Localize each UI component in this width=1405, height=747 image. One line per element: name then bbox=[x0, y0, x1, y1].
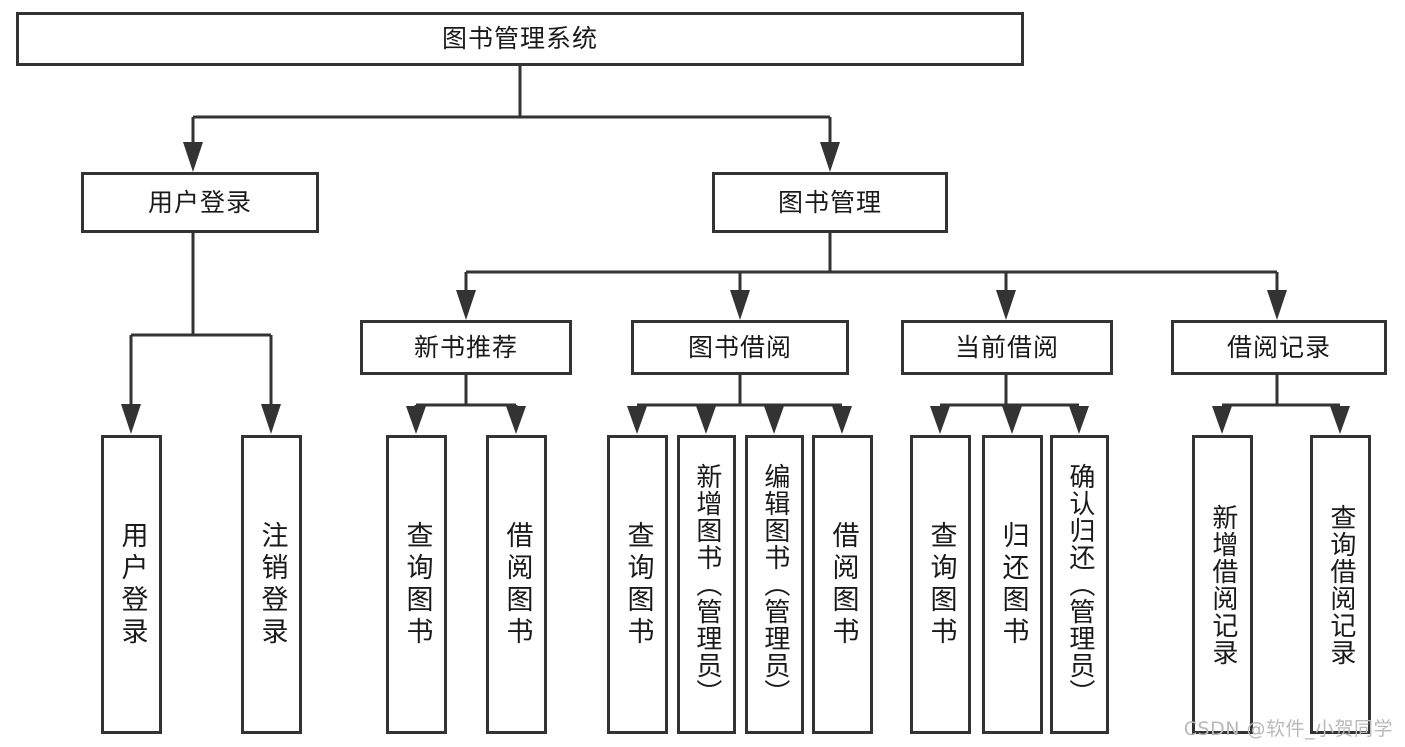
node-label: 归还图书 bbox=[997, 520, 1029, 649]
node-label: 查询图书 bbox=[925, 520, 957, 649]
node-label: 当前借阅 bbox=[954, 332, 1059, 362]
node-label: 图书管理 bbox=[777, 187, 882, 217]
node-label: 图书管理系统 bbox=[441, 24, 598, 54]
node-label: 注销登录 bbox=[256, 520, 288, 649]
node-user-login[interactable]: 用户登录 bbox=[81, 172, 319, 233]
node-leaf-borrow-book-recommend[interactable]: 借阅图书 bbox=[486, 435, 547, 734]
node-leaf-return-book[interactable]: 归还图书 bbox=[982, 435, 1043, 734]
node-label: 新增借阅记录 bbox=[1207, 503, 1238, 666]
node-label: 用户登录 bbox=[147, 187, 252, 217]
node-label: 确认归还（管理员） bbox=[1064, 463, 1095, 706]
node-label: 查询图书 bbox=[622, 520, 654, 649]
csdn-watermark: CSDN @软件_小贺同学 bbox=[1183, 718, 1393, 740]
node-new-book-recommend[interactable]: 新书推荐 bbox=[360, 320, 572, 375]
node-root-book-management-system[interactable]: 图书管理系统 bbox=[16, 12, 1024, 66]
node-book-borrow[interactable]: 图书借阅 bbox=[631, 320, 849, 375]
node-label: 新增图书（管理员） bbox=[691, 463, 722, 706]
node-leaf-query-borrow-record[interactable]: 查询借阅记录 bbox=[1310, 435, 1371, 734]
node-label: 借阅记录 bbox=[1226, 332, 1331, 362]
node-leaf-query-book-current[interactable]: 查询图书 bbox=[910, 435, 971, 734]
node-leaf-edit-book-admin[interactable]: 编辑图书（管理员） bbox=[745, 435, 804, 734]
node-leaf-add-borrow-record[interactable]: 新增借阅记录 bbox=[1192, 435, 1253, 734]
node-label: 新书推荐 bbox=[413, 332, 518, 362]
node-book-management[interactable]: 图书管理 bbox=[712, 172, 948, 233]
node-label: 查询图书 bbox=[401, 520, 433, 649]
node-leaf-user-login[interactable]: 用户登录 bbox=[101, 435, 162, 734]
node-label: 借阅图书 bbox=[827, 520, 859, 649]
node-borrow-record[interactable]: 借阅记录 bbox=[1171, 320, 1387, 375]
node-label: 编辑图书（管理员） bbox=[759, 463, 790, 706]
node-leaf-confirm-return-admin[interactable]: 确认归还（管理员） bbox=[1050, 435, 1109, 734]
node-leaf-query-book-borrow[interactable]: 查询图书 bbox=[607, 435, 668, 734]
node-leaf-logout-login[interactable]: 注销登录 bbox=[241, 435, 302, 734]
node-label: 借阅图书 bbox=[501, 520, 533, 649]
node-label: 图书借阅 bbox=[687, 332, 792, 362]
node-leaf-query-book-recommend[interactable]: 查询图书 bbox=[386, 435, 447, 734]
node-leaf-borrow-book[interactable]: 借阅图书 bbox=[812, 435, 873, 734]
node-leaf-add-book-admin[interactable]: 新增图书（管理员） bbox=[677, 435, 736, 734]
node-current-borrow[interactable]: 当前借阅 bbox=[901, 320, 1113, 375]
node-label: 查询借阅记录 bbox=[1325, 503, 1356, 666]
node-label: 用户登录 bbox=[116, 520, 148, 649]
